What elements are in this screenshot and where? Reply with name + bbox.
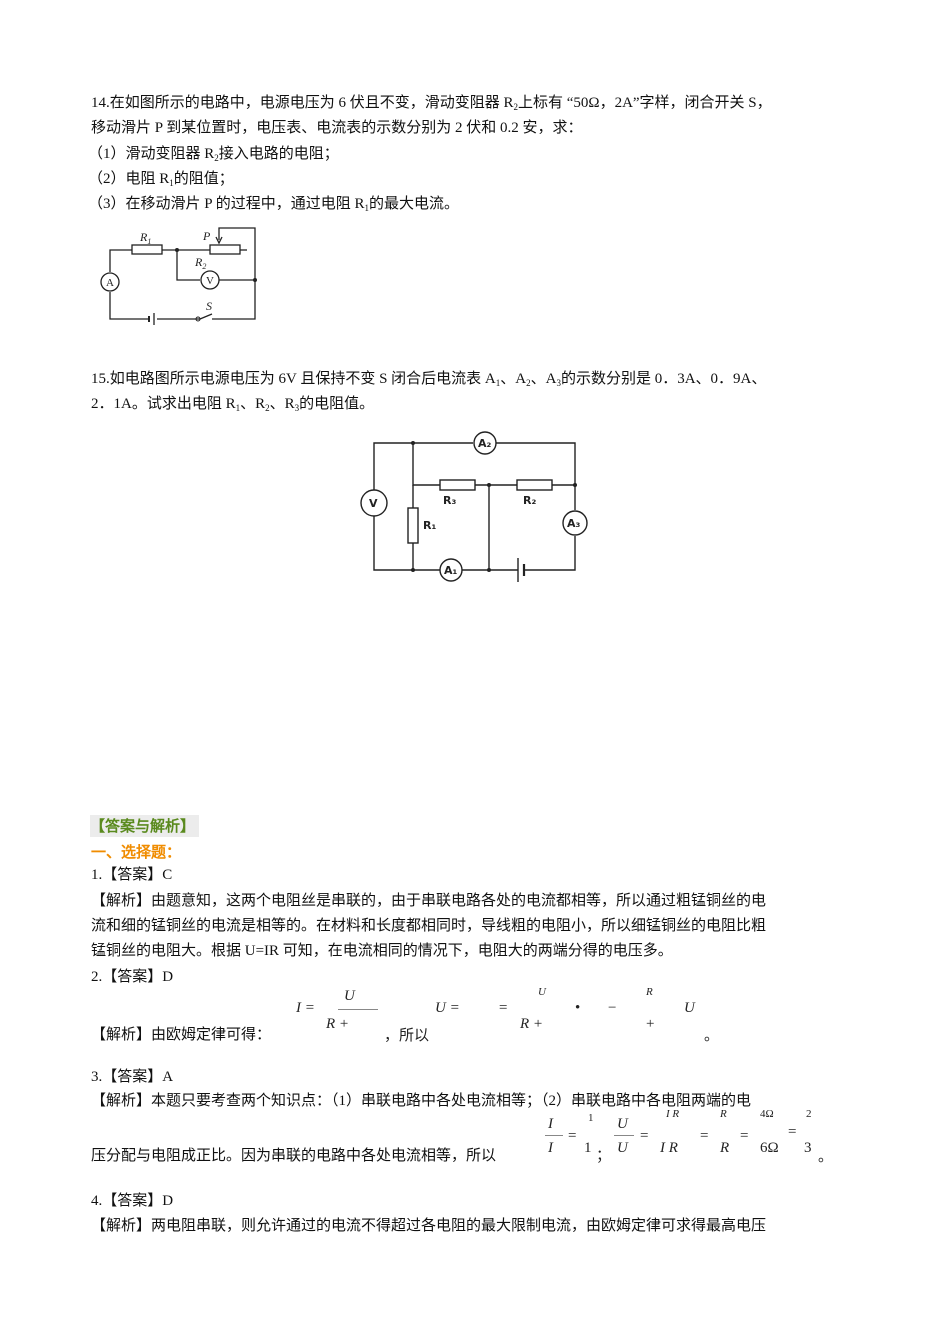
answers-header: 【答案与解析】 — [90, 815, 200, 837]
answer-1-explanation-line-1: 【解析】由题意知，这两个电阻丝是串联的，由于串联电路各处的电流都相等，所以通过粗… — [91, 893, 767, 909]
q14-item-1: （1）滑动变阻器 R2接入电路的电阻； — [88, 146, 339, 163]
r2-rheostat-icon — [209, 244, 241, 255]
section-title-multiple-choice: 一、选择题： — [91, 843, 182, 861]
q15-line-2: 2．1A。试求出电阻 R1、R2、R3的电阻值。 — [91, 396, 375, 413]
ammeter-icon — [100, 272, 120, 292]
answer-3-explanation-line-2: 压分配与电阻成正比。因为串联的电路中各处电流相等，所以 — [91, 1148, 497, 1164]
q15-line-1: 15.如电路图所示电源电压为 6V 且保持不变 S 闭合后电流表 A1、A2、A… — [91, 371, 767, 388]
a3-ammeter-icon — [562, 510, 588, 536]
answer-4-explanation-line-1: 【解析】两电阻串联，则允许通过的电流不得超过各电阻的最大限制电流，由欧姆定律可求… — [91, 1218, 767, 1234]
svg-text:A₃: A₃ — [567, 517, 581, 530]
answer-1-explanation-line-2: 流和细的锰铜丝的电流是相等的。在材料和长度都相同时，导线粗的电阻小，所以细锰铜丝… — [91, 918, 767, 934]
r3-resistor-icon — [439, 479, 476, 491]
svg-text:A: A — [106, 277, 114, 289]
svg-text:S: S — [206, 299, 212, 313]
svg-text:V: V — [369, 497, 378, 510]
svg-text:R1: R1 — [139, 230, 151, 246]
q14-item-3: （3）在移动滑片 P 的过程中，通过电阻 R1的最大电流。 — [88, 196, 460, 213]
q14-item-2: （2）电阻 R1的阻值； — [88, 171, 234, 188]
svg-text:R₂: R₂ — [523, 494, 536, 507]
answer-1-explanation-line-3: 锰铜丝的电阻大。根据 U=IR 可知，在电流相同的情况下，电阻大的两端分得的电压… — [91, 943, 673, 959]
answer-4-title: 4.【答案】D — [91, 1193, 174, 1209]
answer-2-explanation: 【解析】由欧姆定律可得： — [91, 1027, 272, 1043]
svg-text:A₁: A₁ — [444, 564, 458, 577]
q14-circuit-diagram: R1 P R2 V A S — [100, 227, 257, 325]
answer-3-title: 3.【答案】A — [91, 1069, 174, 1085]
answer-2-title: 2.【答案】D — [91, 969, 174, 985]
svg-text:P: P — [202, 229, 211, 243]
q14-line-2: 移动滑片 P 到某位置时，电压表、电流表的示数分别为 2 伏和 0.2 安，求： — [91, 120, 583, 136]
switch-icon — [199, 313, 213, 320]
q15-circuit-diagram: A₂ V R₃ R₂ R₁ A₁ A₃ — [360, 431, 588, 582]
svg-text:R₃: R₃ — [443, 494, 456, 507]
r1-resistor-icon — [131, 244, 163, 255]
answer-3-explanation-line-1: 【解析】本题只要考查两个知识点：（1）串联电路中各处电流相等；（2）串联电路中各… — [91, 1093, 752, 1109]
svg-text:R2: R2 — [194, 255, 206, 271]
r1-resistor-icon — [407, 507, 419, 544]
r2-resistor-icon — [516, 479, 553, 491]
q14-line-1: 14.在如图所示的电路中，电源电压为 6 伏且不变，滑动变阻器 R2上标有 “5… — [91, 95, 772, 112]
svg-text:R₁: R₁ — [423, 519, 436, 532]
svg-text:A₂: A₂ — [478, 437, 492, 450]
answer-1-title: 1.【答案】C — [91, 867, 173, 883]
svg-text:V: V — [206, 275, 214, 287]
